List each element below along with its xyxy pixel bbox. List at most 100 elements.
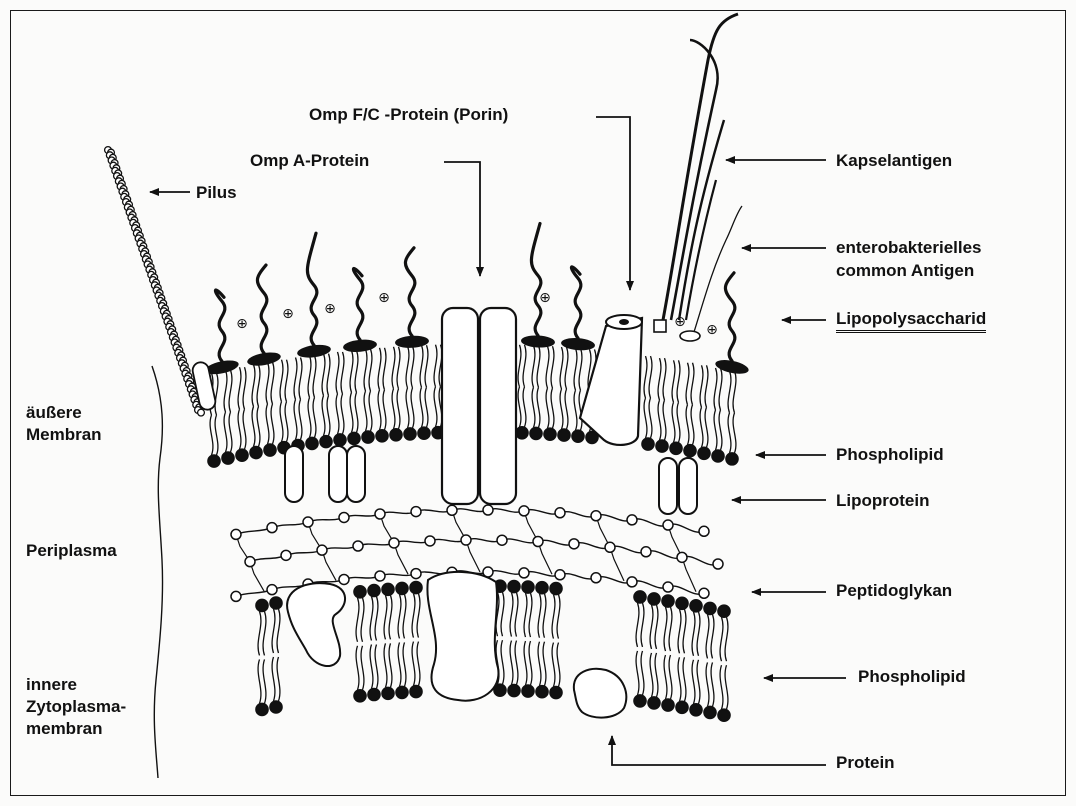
peptidoglycan-node [231, 591, 241, 601]
lipid-tail [557, 595, 560, 639]
lipid-tail [336, 394, 339, 434]
phospholipid-head [208, 455, 220, 467]
peptidoglycan-node [411, 507, 421, 517]
peptidoglycan-node [627, 577, 637, 587]
lps-lipid-tail [308, 355, 311, 397]
lipid-tail [551, 388, 554, 428]
lipid-tail [691, 405, 694, 445]
peptidoglycan-node [605, 542, 615, 552]
lipid-tail [501, 640, 504, 684]
positive-charge-symbol: ⊕ [378, 290, 390, 306]
peptidoglycan-node [447, 505, 457, 515]
lipid-tail [280, 402, 283, 442]
lipid-tail [322, 396, 325, 436]
lipid-tail [714, 410, 717, 450]
lipid-tail [565, 389, 568, 429]
lipid-tail [725, 665, 728, 709]
o-antigen-chain [531, 224, 540, 336]
peptidoglycan-node [497, 535, 507, 545]
lipid-tail [669, 655, 672, 699]
lps-lipid-tail [579, 348, 582, 390]
eca-anchor [680, 331, 700, 341]
phospholipid-head [698, 447, 710, 459]
lipid-tail [272, 609, 275, 653]
lipoprotein [329, 446, 347, 502]
lipid-tail [644, 398, 647, 438]
lipid-tail [720, 665, 723, 709]
lps-lipid-tail [215, 373, 218, 415]
o-antigen-chain [215, 290, 224, 361]
phospholipid-head [676, 597, 688, 609]
label-omp-a: Omp A-Protein [250, 150, 369, 171]
phospholipid-head [516, 427, 528, 439]
lipid-tail [397, 389, 400, 429]
lps-lipid-tail [686, 363, 689, 405]
protein-arrow [612, 736, 826, 765]
phospholipid-head [690, 704, 702, 716]
lipid-tail [543, 594, 546, 638]
peptidoglycan-node [699, 588, 709, 598]
lps-lipid-tail [560, 347, 563, 389]
lipid-tail [369, 391, 372, 431]
phospholipid-head [382, 687, 394, 699]
lps-lipid-tail [719, 368, 722, 410]
lipid-tail [411, 388, 414, 428]
lipid-tail [272, 657, 275, 701]
region-inner-line1: innere [26, 674, 77, 695]
lipid-tail [683, 657, 686, 701]
lipid-tail [425, 387, 428, 427]
lipid-tail [711, 614, 714, 658]
phospholipid-head [264, 444, 276, 456]
transmembrane-protein [427, 572, 498, 701]
label-phospholipid-outer: Phospholipid [836, 444, 944, 465]
lipid-tail [389, 643, 392, 687]
lps-lipid-tail [420, 345, 423, 387]
peptidoglycan-node [699, 526, 709, 536]
lipid-tail [678, 609, 681, 653]
lipid-tail [683, 609, 686, 653]
peptidoglycan-node [483, 505, 493, 515]
label-lipoprotein: Lipoprotein [836, 490, 929, 511]
lipid-tail [677, 402, 680, 442]
phospholipid-head [712, 450, 724, 462]
positive-charge-symbol: ⊕ [706, 322, 718, 338]
phospholipid-head [362, 431, 374, 443]
lipid-tail [361, 646, 364, 690]
peptidoglycan-node [519, 568, 529, 578]
phospholipid-head [320, 436, 332, 448]
peptidoglycan-node [461, 535, 471, 545]
phospholipid-head [522, 685, 534, 697]
phospholipid-head [348, 432, 360, 444]
lipid-tail [308, 397, 311, 437]
phospholipid-head [390, 429, 402, 441]
positive-charge-symbol: ⊕ [236, 316, 248, 332]
phospholipid-head [662, 595, 674, 607]
lps-lipid-tail [280, 360, 283, 402]
lipid-tail [686, 405, 689, 445]
lps-lipid-tail [336, 352, 339, 394]
lipid-tail [403, 642, 406, 686]
o-antigen-chain [257, 265, 266, 353]
lipid-tail [383, 390, 386, 430]
lps-lipid-tail [378, 348, 381, 390]
lipid-tail [412, 594, 415, 638]
lps-lipid-tail [672, 360, 675, 402]
phospholipid-head [354, 586, 366, 598]
lps-lipid-tail [350, 350, 353, 392]
peptidoglycan-node [353, 541, 363, 551]
peptidoglycan-node [519, 506, 529, 516]
lipid-tail [417, 642, 420, 686]
phospholipid-head [726, 453, 738, 465]
lps-lipid-tail [224, 370, 227, 412]
lipid-tail [697, 660, 700, 704]
lps-lipid-tail [644, 356, 647, 398]
lps-lipid-tail [252, 365, 255, 407]
lipid-tail [229, 412, 232, 452]
lipid-tail [636, 603, 639, 647]
lipid-tail [389, 595, 392, 639]
lps-lipid-tail [322, 354, 325, 396]
lps-lipid-tail [658, 358, 661, 400]
label-omp-fc: Omp F/C -Protein (Porin) [309, 104, 508, 125]
lipid-tail [277, 609, 280, 653]
lipid-tail [258, 611, 261, 655]
